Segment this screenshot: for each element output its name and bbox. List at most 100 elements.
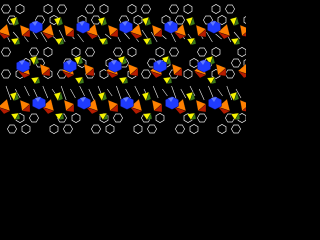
ligand-ring: [91, 15, 101, 25]
ligand-ring: [49, 15, 59, 25]
green-tetrahedron-face: [101, 91, 108, 102]
ligand-ring: [217, 15, 227, 25]
red-octahedron-face: [109, 103, 119, 113]
ligand-bond: [171, 85, 177, 101]
blue-metal-cluster: [197, 59, 211, 73]
red-octahedron-face: [153, 28, 163, 38]
ligand-ring: [15, 4, 25, 14]
blue-cluster-highlight: [80, 97, 86, 102]
green-tetrahedron-face: [209, 55, 216, 66]
red-octahedron-face: [65, 103, 75, 113]
ligand-bond: [198, 88, 205, 101]
ligand-bond: [77, 33, 84, 43]
red-octahedron-face: [153, 103, 163, 113]
ligand-bond: [208, 85, 214, 99]
red-octahedron-face: [41, 106, 55, 115]
ligand-ring: [113, 113, 123, 123]
red-octahedron-face: [0, 107, 11, 115]
green-tetrahedron-face: [145, 91, 152, 102]
red-octahedron-face: [0, 32, 11, 40]
green-tetrahedron-face: [166, 76, 173, 85]
blue-metal-cluster: [76, 20, 90, 34]
crystal-structure-figure: [0, 0, 246, 142]
ligand-ring: [147, 124, 157, 134]
blue-cluster-highlight: [211, 97, 217, 102]
ligand-ring: [105, 124, 115, 134]
ligand-bond: [88, 88, 95, 101]
ligand-bond: [42, 85, 49, 99]
ligand-ring: [71, 113, 81, 123]
ligand-ring: [113, 47, 123, 57]
blue-cluster-highlight: [122, 21, 128, 26]
ligand-ring: [189, 124, 199, 134]
ligand-bond: [24, 85, 30, 97]
blue-cluster-highlight: [200, 60, 206, 65]
ligand-ring: [169, 47, 179, 57]
ligand-ring: [211, 4, 221, 14]
green-tetrahedron-face: [189, 91, 196, 102]
red-octahedron-face: [105, 70, 119, 79]
ligand-ring: [211, 47, 221, 57]
ligand-bond: [123, 31, 130, 40]
green-tetrahedron-face: [102, 112, 109, 121]
green-tetrahedron-face: [14, 37, 21, 46]
red-octahedron-face: [85, 67, 95, 77]
green-tetrahedron-face: [33, 55, 40, 66]
green-tetrahedron-face: [121, 55, 128, 66]
red-octahedron-face: [85, 31, 99, 40]
ligand-ring: [29, 47, 39, 57]
green-tetrahedron-face: [146, 112, 153, 121]
ligand-ring: [57, 113, 67, 123]
ligand-bond: [206, 31, 213, 43]
blue-metal-cluster: [29, 20, 43, 34]
blue-metal-cluster: [208, 96, 222, 110]
red-octahedron-face: [21, 103, 31, 113]
ligand-bond: [215, 33, 222, 40]
ligand-bond: [150, 31, 158, 43]
green-tetrahedron-face: [190, 112, 197, 121]
ligand-ring: [197, 47, 207, 57]
ligand-ring: [237, 47, 246, 57]
ligand-bond: [12, 31, 20, 40]
red-octahedron-face: [217, 67, 227, 77]
ligand-ring: [175, 124, 185, 134]
ligand-bond: [226, 85, 233, 101]
ligand-ring: [197, 113, 207, 123]
ligand-ring: [169, 4, 179, 14]
green-tetrahedron-face: [58, 112, 65, 121]
blue-metal-cluster: [77, 96, 91, 110]
red-octahedron-face: [21, 28, 31, 38]
ligand-ring: [21, 124, 31, 134]
ligand-ring: [183, 69, 193, 79]
red-octahedron-face: [241, 107, 246, 112]
green-tetrahedron-face: [58, 37, 65, 46]
blue-metal-cluster: [207, 20, 221, 34]
ligand-ring: [1, 69, 11, 79]
blue-cluster-highlight: [35, 97, 41, 102]
blue-cluster-highlight: [111, 60, 117, 65]
blue-cluster-highlight: [123, 97, 129, 102]
polyhedra-layer: [0, 16, 246, 121]
red-octahedron-face: [129, 106, 143, 115]
ligand-ring: [91, 124, 101, 134]
red-octahedron-face: [241, 32, 246, 37]
red-octahedron-face: [217, 31, 231, 40]
blue-metal-cluster: [164, 20, 178, 34]
ligand-ring: [155, 47, 165, 57]
ligand-ring: [1, 47, 11, 57]
blue-metal-cluster: [120, 96, 134, 110]
ligand-ring: [99, 4, 109, 14]
ligand-ring: [127, 47, 137, 57]
blue-cluster-highlight: [19, 60, 25, 65]
ligand-ring: [63, 124, 73, 134]
ligand-bond: [125, 88, 131, 99]
ligand-ring: [49, 124, 59, 134]
red-octahedron-face: [173, 67, 183, 77]
ligand-ring: [127, 4, 137, 14]
green-tetrahedron-face: [57, 91, 64, 102]
ligand-bond: [58, 29, 66, 43]
green-tetrahedron-face: [210, 76, 217, 85]
green-tetrahedron-face: [233, 16, 240, 27]
ligand-ring: [57, 4, 67, 14]
blue-metal-cluster: [119, 20, 133, 34]
